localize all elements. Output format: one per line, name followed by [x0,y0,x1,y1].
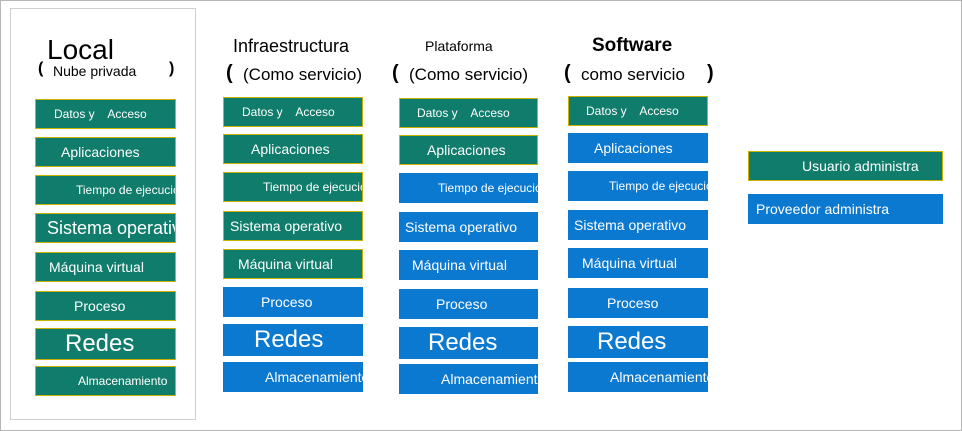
iaas-layer-tiempo-ejecucion: Tiempo de ejecución [223,172,363,202]
paas-layer-aplicaciones: Aplicaciones [399,135,538,165]
local-layer-maquina-virtual: Máquina virtual [35,252,176,282]
saas-layer-datos-acceso: Datos y Acceso [568,96,708,126]
iaas-layer-proceso: Proceso [223,287,363,317]
saas-subtitle: como servicio [581,65,685,84]
iaas-layer-datos-acceso: Datos y Acceso [223,97,363,127]
paas-layer-datos-acceso: Datos y Acceso [399,98,538,128]
paas-layer-almacenamiento: Almacenamiento [399,364,538,394]
paas-layer-maquina-virtual: Máquina virtual [399,250,538,280]
paas-layer-redes: Redes [399,327,538,359]
iaas-open-paren: ( [226,62,233,84]
paas-layer-proceso: Proceso [399,289,538,319]
paas-title: Plataforma [425,38,493,54]
iaas-title: Infraestructura [233,36,350,56]
saas-layer-almacenamiento: Almacenamiento [568,362,708,392]
paas-open-paren: ( [392,62,399,84]
local-title: Local [47,34,114,65]
local-layer-proceso: Proceso [35,291,176,321]
local-layer-sistema-operativo: Sistema operativo [35,213,176,243]
saas-layer-redes: Redes [568,326,708,358]
iaas-layer-sistema-operativo: Sistema operativo [223,211,363,241]
saas-title: Software [592,35,673,56]
local-layer-almacenamiento: Almacenamiento [35,366,176,396]
iaas-layer-redes: Redes [223,324,363,356]
paas-layer-sistema-operativo: Sistema operativo [399,212,538,242]
paas-layer-tiempo-ejecucion: Tiempo de ejecución [399,173,538,203]
saas-layer-maquina-virtual: Máquina virtual [568,248,708,278]
saas-layer-sistema-operativo: Sistema operativo [568,210,708,240]
local-layer-tiempo-ejecucion: Tiempo de ejecución [35,175,176,205]
saas-close-paren: ) [707,62,714,84]
local-subtitle: Nube privada [53,63,137,79]
paas-subtitle: (Como servicio) [409,65,529,84]
local-close-paren: ) [169,60,175,77]
saas-layer-proceso: Proceso [568,288,708,318]
local-layer-aplicaciones: Aplicaciones [35,137,176,167]
saas-layer-tiempo-ejecucion: Tiempo de ejecución [568,171,708,201]
saas-layer-aplicaciones: Aplicaciones [568,133,708,163]
iaas-subtitle: (Como servicio) [243,65,363,84]
legend-user-managed: Usuario administra [748,151,943,181]
iaas-layer-aplicaciones: Aplicaciones [223,134,363,164]
iaas-layer-maquina-virtual: Máquina virtual [223,249,363,279]
local-layer-datos-acceso: Datos y Acceso [35,99,176,129]
legend-provider-managed: Proveedor administra [748,194,943,224]
iaas-layer-almacenamiento: Almacenamiento [223,362,363,392]
local-open-paren: ( [38,60,44,77]
local-layer-redes: Redes [35,328,176,360]
saas-open-paren: ( [564,62,571,84]
